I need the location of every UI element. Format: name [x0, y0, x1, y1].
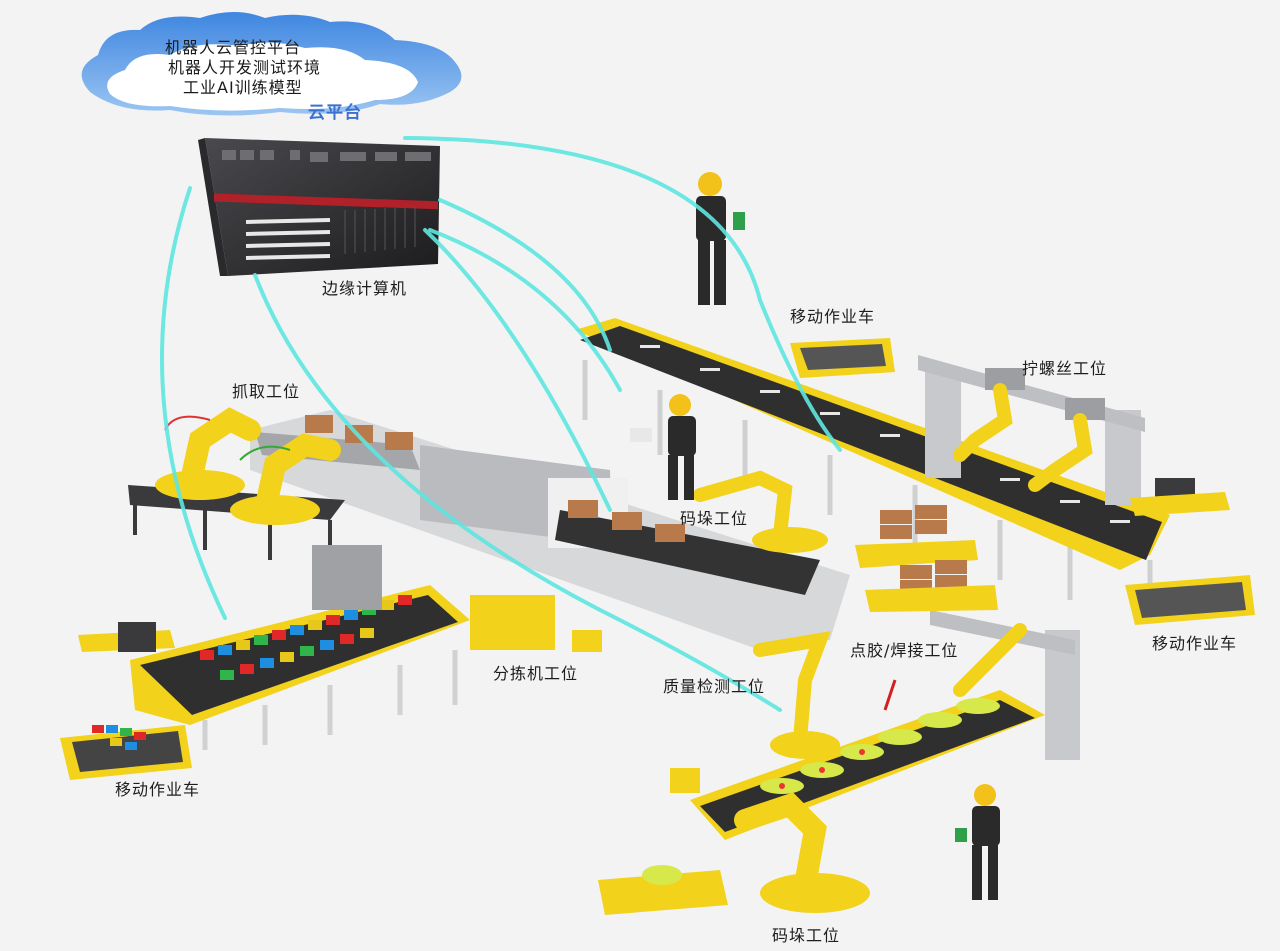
sorter-station-label: 分拣机工位: [493, 664, 579, 683]
edge-computer-icon: [198, 138, 440, 276]
palletize-mid-label: 码垛工位: [680, 509, 749, 528]
cloud-title: 云平台: [308, 103, 362, 123]
mobile-cart-right-label: 移动作业车: [1152, 634, 1238, 653]
cloud-line-2: 机器人开发测试环境: [168, 58, 322, 77]
mobile-cart-left-label: 移动作业车: [115, 780, 201, 799]
screw-gantry: [918, 355, 1230, 516]
palletize-robot-bottom: [598, 768, 870, 915]
worker-icon: [630, 172, 1000, 900]
cloud-line-1: 机器人云管控平台: [165, 38, 302, 57]
screw-station-label: 拧螺丝工位: [1022, 359, 1108, 378]
cloud-line-3: 工业AI训练模型: [183, 78, 303, 97]
quality-station-label: 质量检测工位: [663, 677, 766, 696]
palletize-robot-mid: [693, 470, 998, 612]
robot-arm-icon: [128, 407, 345, 570]
cloud-icon: [81, 12, 462, 116]
palletize-bottom-label: 码垛工位: [772, 926, 841, 945]
glue-weld-station-label: 点胶/焊接工位: [850, 641, 959, 660]
monitor-icon: [118, 622, 156, 652]
conveyor-middle: [250, 410, 850, 650]
network-links: [160, 136, 842, 712]
mobile-cart-top-label: 移动作业车: [790, 307, 876, 326]
conveyor-sorter: [78, 545, 602, 750]
edge-computer-label: 边缘计算机: [322, 279, 408, 298]
cart-icon: [60, 338, 1255, 780]
grab-station-label: 抓取工位: [232, 382, 301, 401]
